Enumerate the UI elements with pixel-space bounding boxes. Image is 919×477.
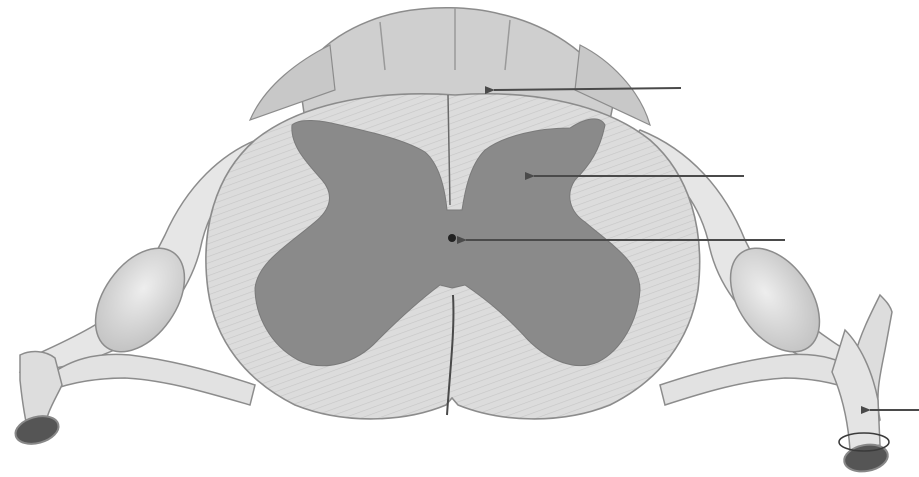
central-canal: [448, 234, 456, 242]
